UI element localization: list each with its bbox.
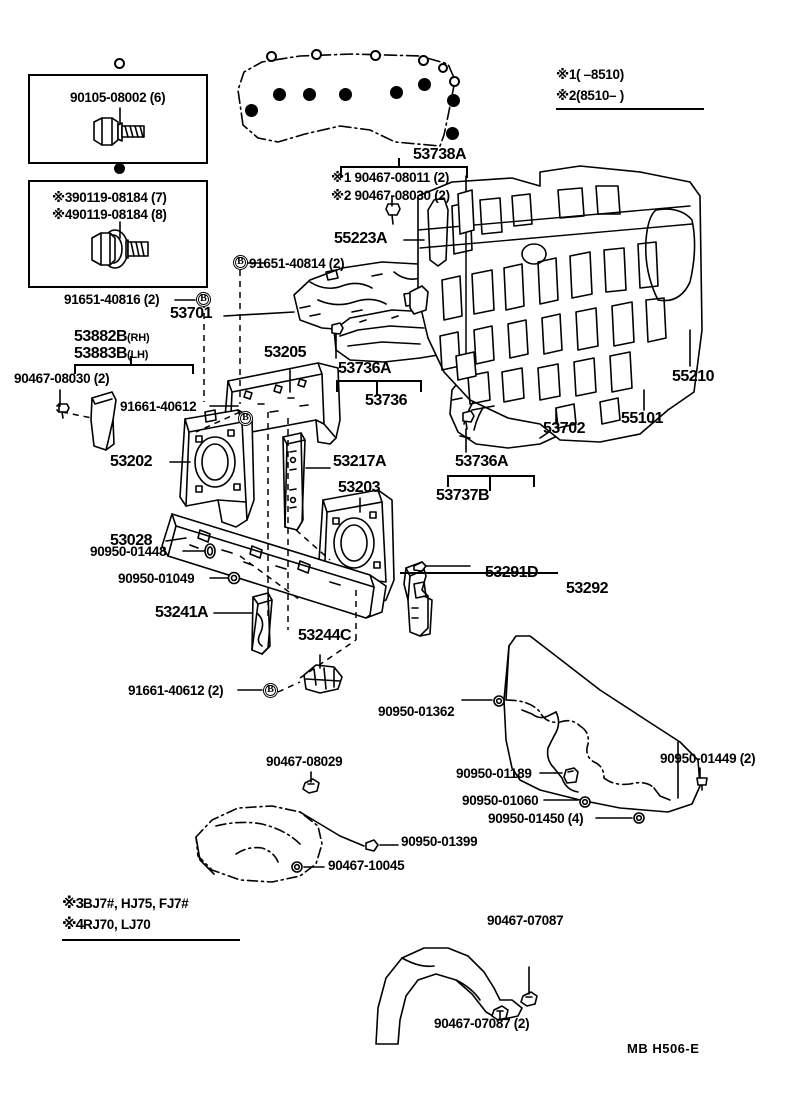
circled-b-symbol-1: B [196, 292, 211, 307]
callout-53882B: 53882B(RH) [74, 328, 150, 345]
callout-90467-08011: ※1 90467-08011 (2) [331, 170, 450, 185]
callout-90467-08030: 90467-08030 (2) [14, 371, 110, 386]
callout-53736: 53736 [365, 392, 408, 409]
bracket-53738A [340, 158, 468, 178]
bolt-box-2 [28, 180, 208, 288]
open-circle-marker [114, 58, 125, 69]
circled-b-symbol-4: B [263, 683, 278, 698]
circled-b-symbol-2: B [233, 255, 248, 270]
callout-53217A: 53217A [333, 453, 387, 470]
callout-90119-08184-3: ※390119-08184 (7) [52, 190, 167, 205]
bolt-box-1 [28, 74, 208, 164]
callout-53736A-bot: 53736A [455, 453, 509, 470]
legend-note-1: ※1( –8510) [556, 67, 624, 82]
callout-53203: 53203 [338, 479, 381, 496]
legend-underline-top [556, 108, 704, 111]
circled-b-symbol-3: B [238, 411, 253, 426]
callout-55223A: 55223A [334, 230, 388, 247]
callout-53292: 53292 [566, 580, 609, 597]
bracket-5388x [74, 356, 194, 374]
callout-55210: 55210 [672, 368, 715, 385]
callout-90950-01362: 90950-01362 [378, 704, 455, 719]
hole-open-4 [418, 55, 429, 66]
hole-open-3 [370, 50, 381, 61]
callout-53202: 53202 [110, 453, 153, 470]
hole-filled-7 [447, 94, 460, 107]
hole-filled-8 [446, 127, 459, 140]
hole-filled-1 [245, 104, 258, 117]
callout-55101: 55101 [621, 410, 664, 427]
callout-53702: 53702 [543, 420, 586, 437]
legend-note-3: ※3BJ7#, HJ75, FJ7# [62, 895, 189, 912]
bracket-53736 [336, 380, 422, 396]
legend-underline-bottom [62, 939, 240, 942]
callout-90467-07087: 90467-07087 [487, 913, 564, 928]
legend-note-4: ※4RJ70, LJ70 [62, 916, 151, 933]
callout-90950-01060: 90950-01060 [462, 793, 539, 808]
hole-open-1 [266, 51, 277, 62]
legend-note-2: ※2(8510– ) [556, 88, 624, 103]
callout-53244C: 53244C [298, 627, 352, 644]
hole-open-5 [438, 63, 448, 73]
hole-open-2 [311, 49, 322, 60]
callout-53883B: 53883B(LH) [74, 345, 149, 362]
callout-90950-01450: 90950-01450 (4) [488, 811, 584, 826]
hole-filled-4 [339, 88, 352, 101]
hole-filled-5 [390, 86, 403, 99]
callout-53736A-top: 53736A [338, 360, 392, 377]
callout-53205: 53205 [264, 344, 307, 361]
callout-53738A: 53738A [413, 146, 467, 163]
callout-90467-08029: 90467-08029 [266, 754, 343, 769]
callout-90950-01449: 90950-01449 (2) [660, 751, 756, 766]
hole-filled-6 [418, 78, 431, 91]
sheet-code: MB H506-E [627, 1041, 700, 1056]
callout-90950-01448: 90950-01448 [90, 544, 167, 559]
callout-91661-40612: 91661-40612 [120, 399, 197, 414]
callout-90467-08030-b: ※2 90467-08030 (2) [331, 188, 450, 203]
callout-53028: 53028 [110, 532, 153, 549]
hole-filled-3 [303, 88, 316, 101]
callout-90467-10045: 90467-10045 [328, 858, 405, 873]
hole-filled-2 [273, 88, 286, 101]
callout-53737B: 53737B [436, 487, 490, 504]
callout-90119-08184-4: ※490119-08184 (8) [52, 207, 167, 222]
callout-91651-40816: 91651-40816 (2) [64, 292, 160, 307]
callout-90950-01189: 90950-01189 [456, 766, 532, 781]
callout-91651-40814: 91651-40814 (2) [249, 256, 345, 271]
callout-90950-01049: 90950-01049 [118, 571, 195, 586]
callout-53701: 53701 [170, 305, 213, 322]
bracket-53737B [447, 475, 535, 491]
callout-90467-07087-2: 90467-07087 (2) [434, 1016, 530, 1031]
filled-circle-marker [114, 163, 125, 174]
callout-90105-08002: 90105-08002 (6) [70, 90, 166, 105]
hole-open-6 [449, 76, 460, 87]
callout-91661-40612-2: 91661-40612 (2) [128, 683, 224, 698]
callout-53241A: 53241A [155, 604, 209, 621]
callout-90950-01399: 90950-01399 [401, 834, 478, 849]
